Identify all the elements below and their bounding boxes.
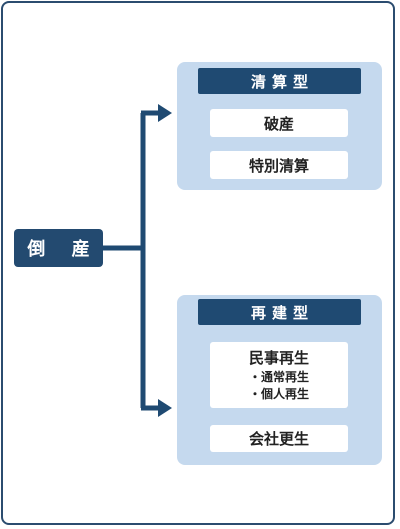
- sub-item: ・個人再生: [248, 387, 309, 401]
- item-label: 民事再生: [248, 349, 309, 367]
- item-box-with-subitems: 民事再生 ・通常再生 ・個人再生: [210, 342, 348, 408]
- group-header: 清算型: [198, 68, 361, 94]
- item-box: 破産: [210, 109, 348, 137]
- arrowhead-upper: [158, 104, 172, 122]
- sub-item-list: ・通常再生 ・個人再生: [249, 369, 309, 403]
- item-box: 会社更生: [210, 425, 348, 452]
- root-node: 倒 産: [14, 229, 103, 267]
- sub-item: ・通常再生: [248, 370, 309, 384]
- group-liquidation: 清算型 破産 特別清算: [177, 62, 382, 190]
- group-reconstruction: 再建型 民事再生 ・通常再生 ・個人再生 会社更生: [177, 295, 382, 465]
- group-header: 再建型: [198, 299, 361, 325]
- item-box: 特別清算: [210, 151, 348, 179]
- arrowhead-lower: [158, 399, 172, 417]
